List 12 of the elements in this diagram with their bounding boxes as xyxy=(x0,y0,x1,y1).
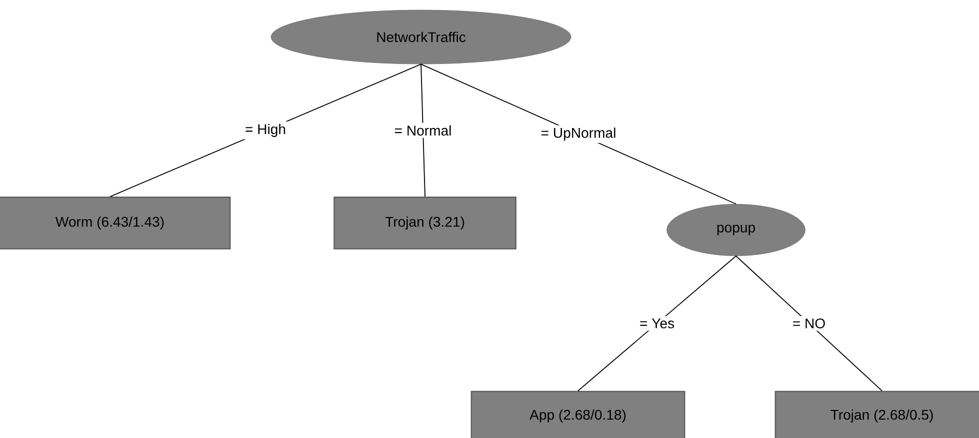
leaf-box: Trojan (2.68/0.5) xyxy=(774,390,979,438)
edge-label: = High xyxy=(242,122,288,140)
tree-branch xyxy=(420,64,426,198)
edge-label: = UpNormal xyxy=(538,125,619,143)
edge-label: = NO xyxy=(790,316,828,331)
tree-branch xyxy=(736,256,882,392)
edge-label: = Yes xyxy=(637,316,677,331)
leaf-box: Worm (6.43/1.43) xyxy=(0,196,231,250)
leaf-box: App (2.68/0.18) xyxy=(470,390,686,438)
tree-branch xyxy=(578,256,736,392)
edge-label: = Normal xyxy=(392,122,454,138)
leaf-box: Trojan (3.21) xyxy=(334,196,516,250)
